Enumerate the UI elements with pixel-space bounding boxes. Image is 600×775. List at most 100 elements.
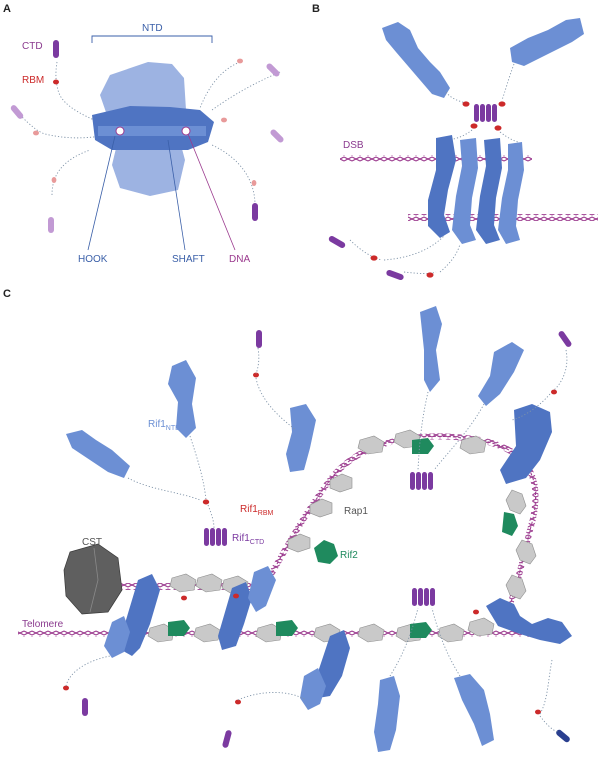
linker <box>211 71 281 111</box>
rap1-array <box>147 429 537 643</box>
rap1-label: Rap1 <box>344 506 368 517</box>
ctd-marker <box>222 528 227 546</box>
ctd-marker <box>430 588 435 606</box>
rap1 <box>255 623 283 643</box>
linker <box>499 131 519 143</box>
rif1-ntd-free <box>478 342 524 406</box>
ctd-marker <box>418 588 423 606</box>
rif2 <box>502 512 518 536</box>
rif1-ntd-free <box>66 430 130 478</box>
svg-text:Rif1RBM: Rif1RBM <box>240 504 274 517</box>
ctd-marker <box>222 730 232 748</box>
panel-a: A NTD CTD RBM <box>3 3 284 265</box>
rif1-ntd-free <box>382 22 450 98</box>
rif1-ntd-free <box>510 18 584 66</box>
ntd-shaft <box>98 126 206 136</box>
linker <box>199 61 241 109</box>
rif2 <box>412 438 434 454</box>
rap1 <box>287 533 311 553</box>
ctd-marker <box>328 236 346 248</box>
linker <box>255 377 297 431</box>
ntd-label: NTD <box>142 23 163 34</box>
linker <box>539 715 559 733</box>
rif1-ntd-label: Rif1NTD <box>148 419 180 432</box>
telomere-label: Telomere <box>22 619 64 630</box>
linker <box>349 239 383 261</box>
rif1-ntd-bound <box>428 135 456 238</box>
rap1 <box>437 623 465 643</box>
ctd-marker <box>256 330 262 348</box>
hook-label: HOOK <box>78 254 108 265</box>
ctd-marker <box>53 40 59 58</box>
rap1 <box>357 623 385 643</box>
ctd-marker <box>204 528 209 546</box>
dna-label: DNA <box>229 254 250 265</box>
rif1-ntd-bound <box>248 566 276 612</box>
linker <box>189 435 207 501</box>
rif2-label: Rif2 <box>340 550 358 561</box>
linker <box>539 659 553 715</box>
dna-pointer <box>187 133 236 251</box>
rif2 <box>314 540 338 564</box>
linker <box>383 235 445 261</box>
ctd-marker <box>216 528 221 546</box>
rbm-marker <box>53 79 59 85</box>
ctd-marker <box>556 729 570 743</box>
rbm-label: RBM <box>22 75 44 86</box>
ctd-marker <box>270 129 284 143</box>
rif1-ntd-free <box>168 360 196 438</box>
linker <box>255 347 260 375</box>
ctd-marker <box>252 203 258 221</box>
shaft-label: SHAFT <box>172 254 205 265</box>
rap1 <box>505 574 527 600</box>
rif2 <box>276 620 298 636</box>
rap1 <box>329 473 353 493</box>
rif1-ntd-bound <box>476 138 502 244</box>
rif1-ntd-bound <box>104 616 130 658</box>
rap1 <box>169 573 197 593</box>
rbm-marker <box>535 709 541 715</box>
rap1 <box>467 617 495 637</box>
linker <box>127 477 201 501</box>
rap1 <box>147 623 175 643</box>
rbm-marker <box>235 699 241 705</box>
panel-b: B DSB <box>312 3 598 281</box>
ctd-marker <box>422 472 427 490</box>
linker <box>65 655 111 687</box>
ctd-marker <box>410 472 415 490</box>
rap1 <box>193 623 221 643</box>
ctd-marker <box>486 104 491 122</box>
cst-seam <box>89 547 99 613</box>
rbm-marker <box>370 255 378 261</box>
svg-text:Rif1NTD: Rif1NTD <box>148 419 180 432</box>
ctd-marker <box>210 528 215 546</box>
ctd-marker <box>416 472 421 490</box>
panel-c-letter: C <box>3 288 11 300</box>
ctd-marker <box>480 104 485 122</box>
rif1-ntd-bound <box>498 142 524 244</box>
ctd-marker <box>424 588 429 606</box>
dsb-label: DSB <box>343 140 364 151</box>
rap1 <box>195 573 223 593</box>
linker <box>211 144 256 206</box>
linker <box>51 149 91 196</box>
rbm-marker <box>251 180 257 186</box>
ctd-marker <box>266 63 280 77</box>
hook-pointer <box>87 135 116 251</box>
svg-text:Rif1CTD: Rif1CTD <box>232 533 264 546</box>
rif1-ntd-bound <box>486 598 572 644</box>
rbm-marker <box>221 117 227 123</box>
rbm-marker <box>237 58 243 64</box>
rbm-marker <box>470 123 478 129</box>
rbm-marker <box>33 130 39 136</box>
linker <box>389 607 419 677</box>
linker <box>501 63 515 101</box>
rbm-marker <box>462 101 470 107</box>
rbm-marker <box>51 177 57 183</box>
ctd-marker <box>474 104 479 122</box>
linker <box>237 692 307 701</box>
rbm-marker <box>498 101 506 107</box>
telomere-dna-branch <box>70 583 270 590</box>
ctd-marker <box>412 588 417 606</box>
